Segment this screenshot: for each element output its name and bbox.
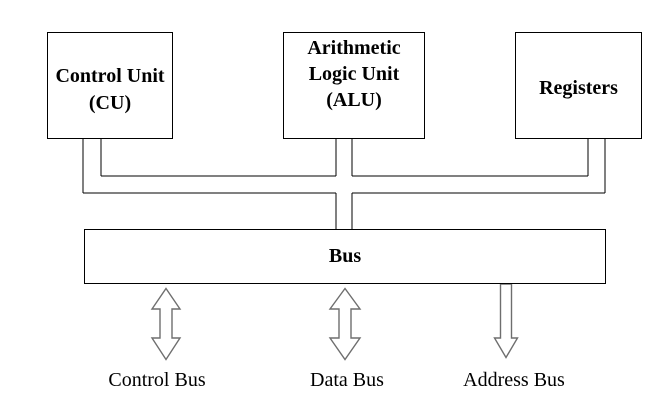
alu-label-line2: Logic Unit [308,63,400,85]
alu-label-line1: Arithmetic [307,37,401,59]
bus-box: Bus [84,229,606,284]
bus-label-text: Bus [328,245,362,267]
control-bus-arrow [150,287,182,361]
bus-arrows [150,283,519,361]
address-bus-label: Address Bus [463,369,565,391]
control-unit-label-line1: Control Unit [55,65,165,87]
control-unit-label-line2: (CU) [88,92,132,114]
registers-label-text: Registers [539,77,618,99]
alu-box: Arithmetic Logic Unit (ALU) [283,32,425,139]
control-unit-box: Control Unit (CU) [47,32,173,139]
alu-label: Arithmetic Logic Unit (ALU) [284,33,424,113]
registers-box: Registers [515,32,642,139]
control-bus-label: Control Bus [108,369,206,391]
registers-label: Registers [516,33,641,101]
bus-pipe-lines [82,139,606,229]
address-bus-arrow [493,283,519,359]
control-unit-label: Control Unit (CU) [48,33,172,117]
alu-label-line3: (ALU) [326,89,382,111]
data-bus-arrow [328,287,362,361]
data-bus-label: Data Bus [310,369,384,391]
